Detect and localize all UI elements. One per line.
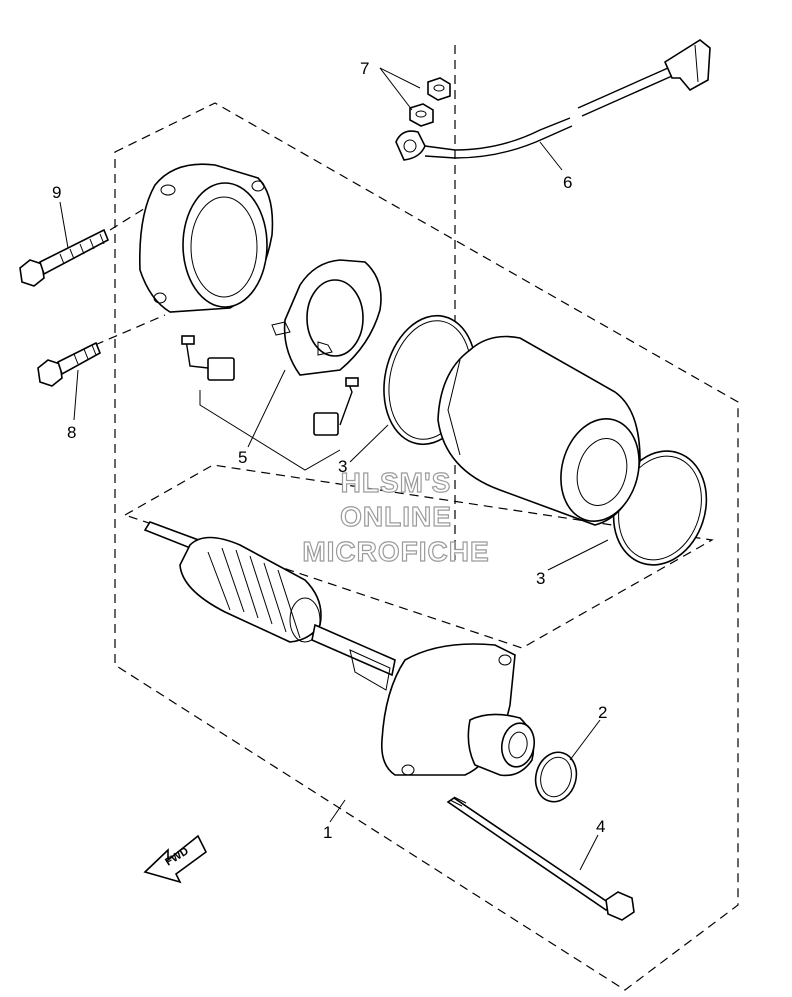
callout-3-lower: 3 <box>536 569 545 588</box>
yoke-body <box>437 335 641 526</box>
callout-4: 4 <box>596 817 605 836</box>
callout-9: 9 <box>52 183 61 202</box>
armature <box>143 521 396 691</box>
part-9-bolt <box>19 228 110 287</box>
part-2-o-ring <box>534 751 578 803</box>
callout-1: 1 <box>323 823 332 842</box>
fwd-direction-arrow: FWD <box>143 834 208 884</box>
armature-boundary <box>123 464 714 649</box>
watermark-line-1: HLSM'S <box>341 467 452 498</box>
watermark-line-2: ONLINE <box>340 501 452 532</box>
leader-lines <box>59 67 609 871</box>
assembly-boundary <box>114 102 739 991</box>
callout-8: 8 <box>67 423 76 442</box>
watermark: HLSM'S ONLINE MICROFICHE <box>302 466 490 567</box>
callout-2: 2 <box>598 703 607 722</box>
part-5-brush-plate <box>181 259 382 471</box>
callout-5: 5 <box>238 448 247 467</box>
watermark-line-3: MICROFICHE <box>302 536 489 567</box>
part-2-o-ring-inner <box>540 756 572 798</box>
part-6-lead-wire <box>395 39 711 161</box>
rear-cover <box>380 643 536 777</box>
bolt-9-guide <box>109 204 151 231</box>
callout-6: 6 <box>563 173 572 192</box>
callout-7: 7 <box>360 59 369 78</box>
front-cover <box>138 163 274 313</box>
bolt-8-guide <box>94 314 166 346</box>
part-4-through-bolt <box>446 796 635 921</box>
callout-3-upper: 3 <box>338 457 347 476</box>
part-8-bolt <box>37 341 102 387</box>
part-7-nuts <box>409 77 451 127</box>
